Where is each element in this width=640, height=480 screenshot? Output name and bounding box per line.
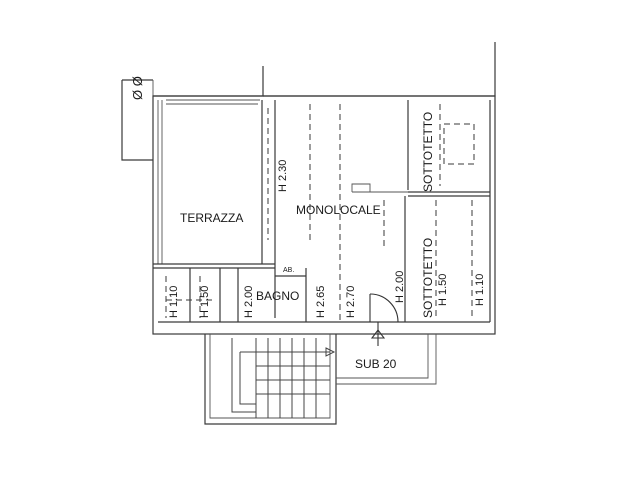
height-label-110-left: H 1.10 — [168, 286, 180, 318]
height-label-200-bagno: H 2.00 — [243, 286, 255, 318]
room-label-bagno: BAGNO — [256, 289, 299, 303]
stair-steps — [231, 338, 336, 418]
height-label-150-right: H 1.50 — [437, 274, 449, 306]
height-label-200-center: H 2.00 — [394, 271, 406, 303]
height-label-270: H 2.70 — [345, 286, 357, 318]
height-label-265: H 2.65 — [315, 286, 327, 318]
room-label-monolocale: MONOLOCALE — [296, 203, 381, 217]
room-label-ab: AB. — [283, 267, 294, 274]
height-label-230: H 2.30 — [277, 160, 289, 192]
diameter-symbols: Ø Ø — [130, 76, 145, 100]
height-label-150-left: H 1.50 — [199, 286, 211, 318]
staircase — [204, 334, 437, 425]
interior-walls — [153, 100, 491, 323]
entrance-door — [369, 293, 399, 346]
room-label-sottotetto-top: SOTTOTETTO — [421, 112, 435, 192]
room-label-sottotetto-bottom: SOTTOTETTO — [421, 238, 435, 318]
building-outline — [152, 42, 496, 335]
room-label-sub: SUB 20 — [355, 357, 397, 371]
terrace-outline — [121, 79, 154, 161]
height-label-110-right: H 1.10 — [474, 274, 486, 306]
room-label-terrazza: TERRAZZA — [180, 211, 243, 225]
dashed-lines — [165, 104, 475, 322]
